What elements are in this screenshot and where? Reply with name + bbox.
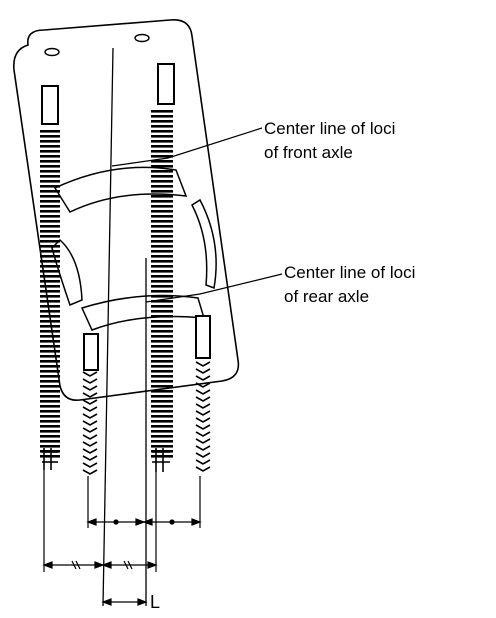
tread-chevron <box>82 413 98 419</box>
tread-chevron <box>195 368 211 374</box>
offset-label: L <box>150 592 160 612</box>
tread-chevron <box>82 420 98 426</box>
tread-chevron <box>195 417 211 423</box>
vehicle-outline <box>12 19 240 402</box>
tread-chevron <box>195 375 211 381</box>
rear-track-dimension <box>86 518 202 526</box>
front-right-wheel <box>157 63 175 105</box>
tread-chevron <box>82 441 98 447</box>
front-right-track <box>151 108 173 472</box>
rear-axle-label-line1: Center line of loci <box>284 263 415 282</box>
tread-chevron <box>82 378 98 384</box>
tread-chevron <box>195 396 211 402</box>
front-left-wheel <box>41 85 59 125</box>
tread-chevron <box>195 459 211 465</box>
front-track-dimension <box>42 560 158 570</box>
tread-chevron <box>82 406 98 412</box>
leader-lines <box>111 127 283 303</box>
tread-chevron <box>82 434 98 440</box>
tread-chevron <box>82 469 98 475</box>
tread-chevron <box>195 452 211 458</box>
tread-chevron <box>82 399 98 405</box>
turning-arcs <box>51 166 217 331</box>
tread-chevron <box>195 403 211 409</box>
mount-hole-icon <box>44 47 60 57</box>
tread-chevron <box>82 371 98 377</box>
tread-chevron <box>195 361 211 367</box>
rear-axle-label-line2: of rear axle <box>284 287 369 306</box>
tread-chevron <box>82 455 98 461</box>
rear-left-track <box>82 371 98 475</box>
rear-left-wheel <box>83 333 99 371</box>
tread-chevron <box>195 424 211 430</box>
front-axle-center-line <box>102 47 114 607</box>
tread-chevron <box>195 382 211 388</box>
rear-right-track <box>195 361 211 472</box>
tread-chevron <box>195 466 211 472</box>
tread-chevron <box>195 389 211 395</box>
tread-chevron <box>82 448 98 454</box>
offset-dimension <box>101 598 148 606</box>
dimension-extension-lines <box>43 470 201 572</box>
tread-chevron <box>195 438 211 444</box>
tread-chevron <box>195 410 211 416</box>
front-axle-label-line1: Center line of loci <box>264 119 395 138</box>
tread-chevron <box>195 431 211 437</box>
front-left-track <box>40 128 60 470</box>
rear-right-wheel <box>195 315 211 359</box>
tread-chevron <box>82 462 98 468</box>
tread-chevron <box>82 427 98 433</box>
tread-chevron <box>82 385 98 391</box>
front-axle-label-line2: of front axle <box>264 143 353 162</box>
tread-chevron <box>82 392 98 398</box>
mount-hole-icon <box>134 33 150 43</box>
tread-chevron <box>195 445 211 451</box>
